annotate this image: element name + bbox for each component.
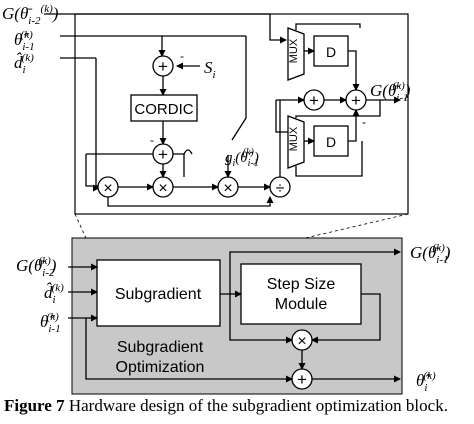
mux-bottom: MUX	[287, 115, 305, 169]
adder-output: +	[345, 89, 367, 111]
svg-text:+: +	[309, 91, 319, 110]
figure-caption: Figure 7 Hardware design of the subgradi…	[4, 396, 474, 416]
register-d-top: D	[313, 35, 349, 67]
bottom-output-theta-label: θ̂i(k)	[416, 370, 436, 394]
gradient-label: gi(θ̂i-1(k))	[225, 147, 259, 169]
svg-text:G(θ̄i-1(k)): G(θ̄i-1(k))	[410, 242, 451, 266]
input-wires	[44, 13, 287, 192]
svg-text:d̂i(k): d̂i(k)	[44, 282, 64, 306]
input-g-prev-label: G(θ̄i-2(k))	[2, 3, 59, 27]
caption-text: Hardware design of the subgradient optim…	[64, 396, 448, 415]
detail-frame	[74, 13, 409, 215]
svg-text:+: +	[351, 91, 361, 110]
svg-text:Subgradient: Subgradient	[117, 339, 204, 356]
bottom-wires	[68, 248, 401, 383]
svg-text:D: D	[326, 134, 336, 150]
svg-text:θ̂i-1(k): θ̂i-1(k)	[40, 311, 61, 335]
svg-text:-: -	[180, 49, 184, 63]
svg-text:×: ×	[297, 333, 306, 350]
svg-text:G(θ̄i-1(k)): G(θ̄i-1(k))	[370, 80, 411, 104]
svg-text:CORDIC: CORDIC	[134, 101, 193, 118]
svg-text:÷: ÷	[276, 180, 285, 197]
register-d-bottom: D	[313, 125, 349, 157]
svg-text:×: ×	[158, 180, 167, 197]
input-d-hat-label: d̂i(k)	[14, 52, 34, 76]
svg-text:-: -	[362, 115, 366, 129]
svg-text:×: ×	[223, 180, 232, 197]
bottom-input-theta-label: θ̂i-1(k)	[40, 311, 61, 335]
svg-text:MUX: MUX	[288, 38, 300, 63]
figure-number: Figure 7	[4, 396, 65, 415]
svg-text:-: -	[150, 133, 154, 147]
svg-text:G(θ̄i-2(k)): G(θ̄i-2(k))	[16, 255, 57, 279]
multiplier-center: ×	[152, 176, 174, 198]
svg-text:θ̂i-1(k): θ̂i-1(k)	[14, 29, 35, 53]
svg-text:Optimization: Optimization	[116, 359, 205, 376]
bottom-input-d-label: d̂i(k)	[44, 282, 64, 306]
input-theta-prev-label: θ̂i-1(k)	[14, 29, 35, 53]
svg-text:θ̂i(k): θ̂i(k)	[416, 370, 436, 394]
bottom-output-g-label: G(θ̄i-1(k))	[410, 242, 451, 266]
multiplier-left: ×	[97, 176, 119, 198]
adder-feedback: +	[303, 89, 325, 111]
cordic-block: CORDIC	[130, 94, 198, 122]
divider: ÷	[269, 176, 291, 198]
svg-text:+: +	[158, 57, 168, 76]
svg-text:Step Size: Step Size	[267, 276, 336, 293]
step-size-module-block: Step Size Module	[240, 263, 362, 325]
mux-top: MUX	[287, 27, 305, 81]
svg-text:Si: Si	[204, 58, 216, 81]
svg-text:×: ×	[103, 180, 112, 197]
bottom-multiplier: ×	[291, 329, 313, 351]
svg-text:D: D	[326, 44, 336, 60]
svg-text:gi(θ̂i-1(k)): gi(θ̂i-1(k))	[225, 147, 259, 169]
input-s-i-label: Si	[204, 58, 216, 81]
bottom-adder: +	[291, 368, 313, 390]
svg-text:Module: Module	[275, 296, 328, 313]
output-label: G(θ̄i-1(k))	[370, 80, 411, 104]
svg-text:d̂i(k): d̂i(k)	[14, 52, 34, 76]
svg-text:+: +	[297, 370, 307, 389]
multiplier-right: ×	[217, 176, 239, 198]
svg-text:Subgradient: Subgradient	[115, 286, 202, 303]
optimization-label: Subgradient Optimization	[116, 339, 205, 376]
svg-text:+: +	[158, 145, 168, 164]
subgradient-block: Subgradient	[96, 259, 221, 327]
zoom-line-left	[74, 213, 96, 259]
bottom-input-g-label: G(θ̄i-2(k))	[16, 255, 57, 279]
svg-text:G(θ̄i-2(k)): G(θ̄i-2(k))	[2, 3, 59, 27]
svg-text:MUX: MUX	[288, 126, 300, 151]
zoom-line-right	[219, 213, 409, 259]
